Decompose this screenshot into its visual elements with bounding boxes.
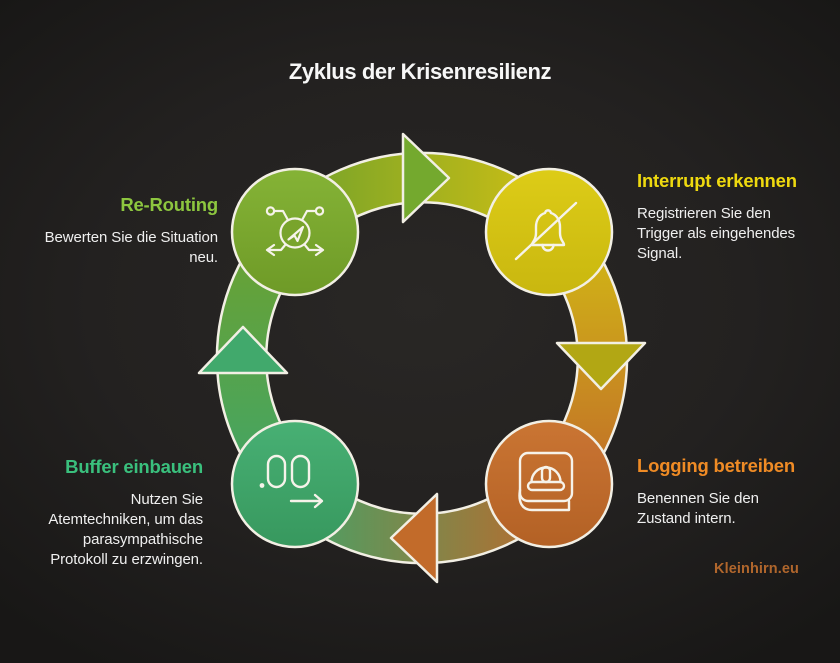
- decimal-arrow-icon: [259, 454, 324, 509]
- bell-off-icon: [514, 201, 578, 261]
- step-label: Interrupt erkennen: [637, 170, 797, 191]
- node-interrupt: [484, 167, 614, 297]
- step-rerouting: Re-Routing Bewerten Sie die Situation ne…: [0, 194, 219, 268]
- cycle-arrows: [197, 132, 647, 584]
- arrowhead-right: [555, 341, 647, 391]
- step-interrupt: Interrupt erkennen Registrieren Sie den …: [637, 170, 832, 264]
- step-label: Buffer einbauen: [65, 456, 203, 477]
- arrowhead-bottom: [389, 492, 439, 584]
- logbook-icon: [518, 451, 574, 512]
- route-icon: [265, 206, 325, 257]
- step-description: Registrieren Sie den Trigger als eingehe…: [637, 205, 796, 262]
- step-description: Bewerten Sie die Situation neu.: [44, 229, 218, 266]
- watermark: Kleinhirn.eu: [714, 561, 799, 577]
- step-description: Nutzen Sie Atemtechniken, um das parasym…: [48, 491, 203, 568]
- step-buffer: Buffer einbauen Nutzen Sie Atemtechniken…: [0, 456, 203, 570]
- page-title: Zyklus der Krisenresilienz: [288, 59, 552, 84]
- node-logging: [484, 419, 614, 549]
- arrowhead-left: [197, 325, 289, 375]
- step-label: Logging betreiben: [637, 455, 795, 476]
- step-logging: Logging betreiben Benennen Sie den Zusta…: [637, 455, 832, 529]
- step-label: Re-Routing: [120, 194, 218, 215]
- arrowhead-top: [401, 132, 451, 224]
- step-description: Benennen Sie den Zustand intern.: [637, 490, 759, 527]
